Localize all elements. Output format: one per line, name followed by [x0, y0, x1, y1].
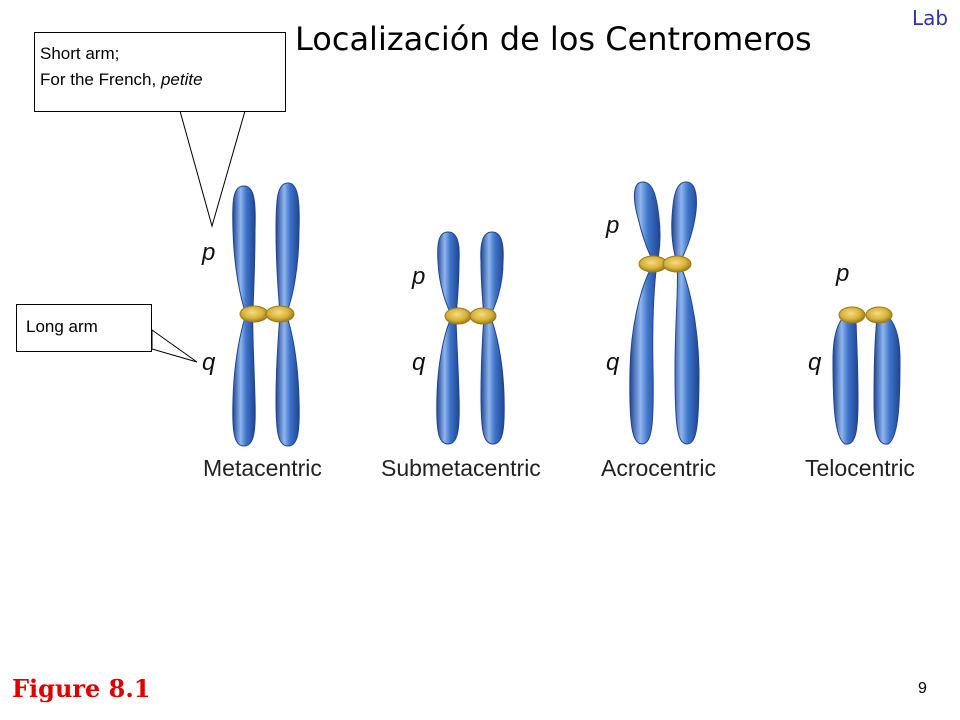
p-label-telocentric: p	[835, 260, 849, 287]
short-arm-callout-line2: For the French, petite	[40, 67, 285, 93]
q-label-metacentric: q	[202, 349, 216, 376]
chromatid-left	[436, 231, 460, 445]
chromatid-left	[629, 181, 661, 445]
chromosome-metacentric	[232, 182, 300, 447]
long-arm-callout-text: Long arm	[26, 317, 98, 336]
callout-text: For the French,	[40, 70, 161, 89]
label-telocentric: Telocentric	[805, 455, 915, 481]
chromatid-right	[873, 311, 901, 445]
q-label-submetacentric: q	[412, 349, 426, 376]
p-label-acrocentric: p	[605, 212, 619, 239]
figure-label: Figure 8.1	[12, 674, 151, 703]
q-label-telocentric: q	[808, 349, 822, 376]
chromatid-right	[275, 182, 300, 447]
centromere	[662, 255, 692, 273]
q-label-acrocentric: q	[606, 349, 620, 376]
centromere	[838, 306, 866, 324]
page-number: 9	[918, 680, 927, 697]
long-arm-callout: Long arm	[16, 304, 152, 352]
chromatid-left	[832, 311, 859, 445]
p-label-submetacentric: p	[411, 263, 425, 290]
chromatid-right	[480, 231, 505, 445]
chromosome-telocentric	[832, 306, 901, 445]
callout-italic-text: petite	[160, 70, 203, 89]
centromere	[239, 305, 269, 323]
label-acrocentric: Acrocentric	[601, 455, 716, 481]
centromere	[865, 306, 893, 324]
label-metacentric: Metacentric	[203, 455, 322, 481]
centromere	[444, 307, 472, 325]
chromosome-acrocentric	[629, 181, 700, 445]
label-submetacentric: Submetacentric	[381, 455, 541, 481]
short-arm-callout-line1: Short arm;	[40, 44, 120, 63]
p-label-metacentric: p	[201, 239, 215, 266]
chromatid-left	[232, 185, 256, 447]
centromere	[265, 305, 295, 323]
chromatid-right	[671, 181, 700, 445]
slide-title: Localización de los Centromeros	[295, 20, 812, 58]
lab-label: Lab	[912, 6, 949, 30]
long-arm-pointer	[151, 329, 198, 363]
short-arm-callout: Short arm; For the French, petite	[34, 32, 286, 112]
centromere	[469, 307, 497, 325]
chromosome-submetacentric	[436, 231, 505, 445]
